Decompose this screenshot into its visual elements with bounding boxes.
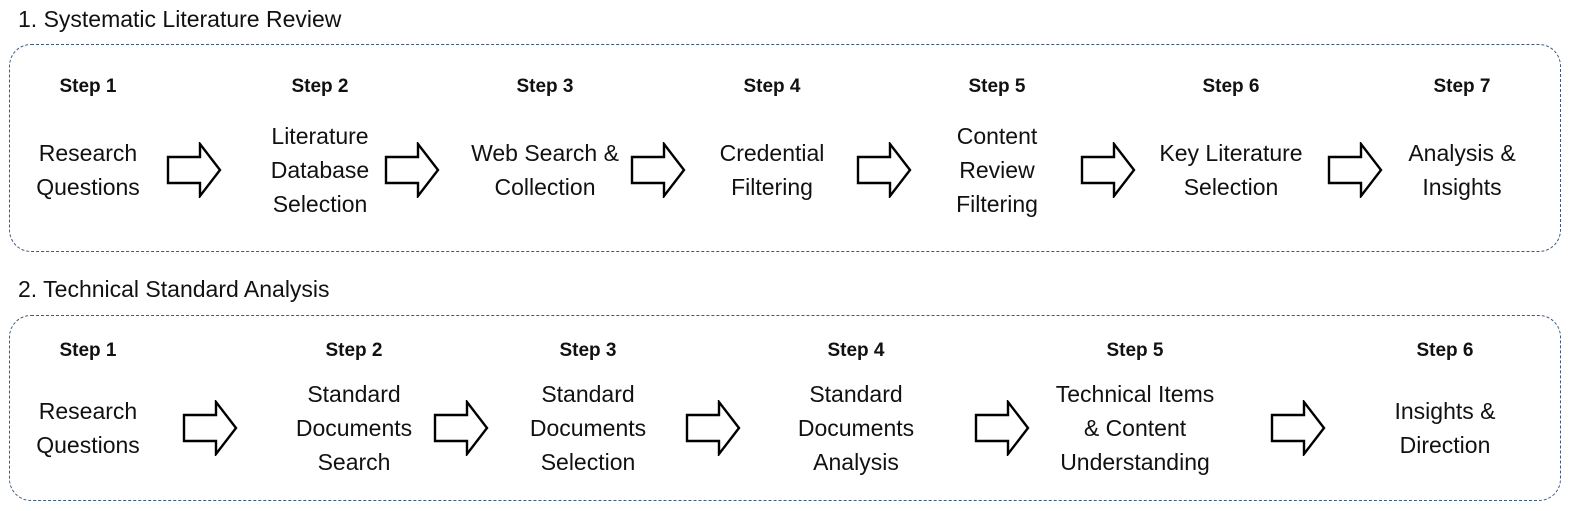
step-label: Step 3 [516, 76, 574, 97]
step-label: Step 7 [1433, 76, 1491, 97]
section-title-technical-standard: 2. Technical Standard Analysis [18, 276, 330, 302]
step-description: Literature Database Selection [270, 123, 370, 217]
step-description: Research Questions [36, 140, 140, 200]
right-arrow-icon [433, 400, 489, 456]
literature-review-panel [9, 44, 1561, 252]
step-label: Step 2 [291, 76, 349, 97]
right-arrow-icon [1080, 142, 1136, 198]
step-label: Step 4 [743, 76, 801, 97]
step-label: Step 3 [559, 340, 617, 361]
step-description: Research Questions [36, 398, 140, 458]
right-arrow-icon [856, 142, 912, 198]
step-description: Key Literature Selection [1159, 140, 1303, 200]
step-label: Step 6 [1416, 340, 1474, 361]
step-label: Step 6 [1202, 76, 1260, 97]
step-description: Analysis & Insights [1408, 140, 1516, 200]
step-description: Credential Filtering [719, 140, 825, 200]
step-label: Step 4 [827, 340, 885, 361]
step-label: Step 1 [59, 76, 117, 97]
step-description: Content Review Filtering [956, 123, 1038, 217]
step-label: Step 1 [59, 340, 117, 361]
step-description: Technical Items & Content Understanding [1055, 381, 1215, 475]
right-arrow-icon [685, 400, 741, 456]
step-description: Standard Documents Analysis [797, 381, 915, 475]
step-description: Insights & Direction [1394, 398, 1496, 458]
right-arrow-icon [974, 400, 1030, 456]
step-description: Standard Documents Selection [529, 381, 647, 475]
step-label: Step 2 [325, 340, 383, 361]
step-description: Standard Documents Search [295, 381, 413, 475]
right-arrow-icon [1327, 142, 1383, 198]
section-title-literature-review: 1. Systematic Literature Review [18, 6, 342, 32]
right-arrow-icon [384, 142, 440, 198]
right-arrow-icon [182, 400, 238, 456]
step-label: Step 5 [1106, 340, 1164, 361]
right-arrow-icon [1270, 400, 1326, 456]
right-arrow-icon [630, 142, 686, 198]
step-description: Web Search & Collection [471, 140, 619, 200]
step-label: Step 5 [968, 76, 1026, 97]
technical-standard-panel [9, 315, 1561, 501]
right-arrow-icon [166, 142, 222, 198]
